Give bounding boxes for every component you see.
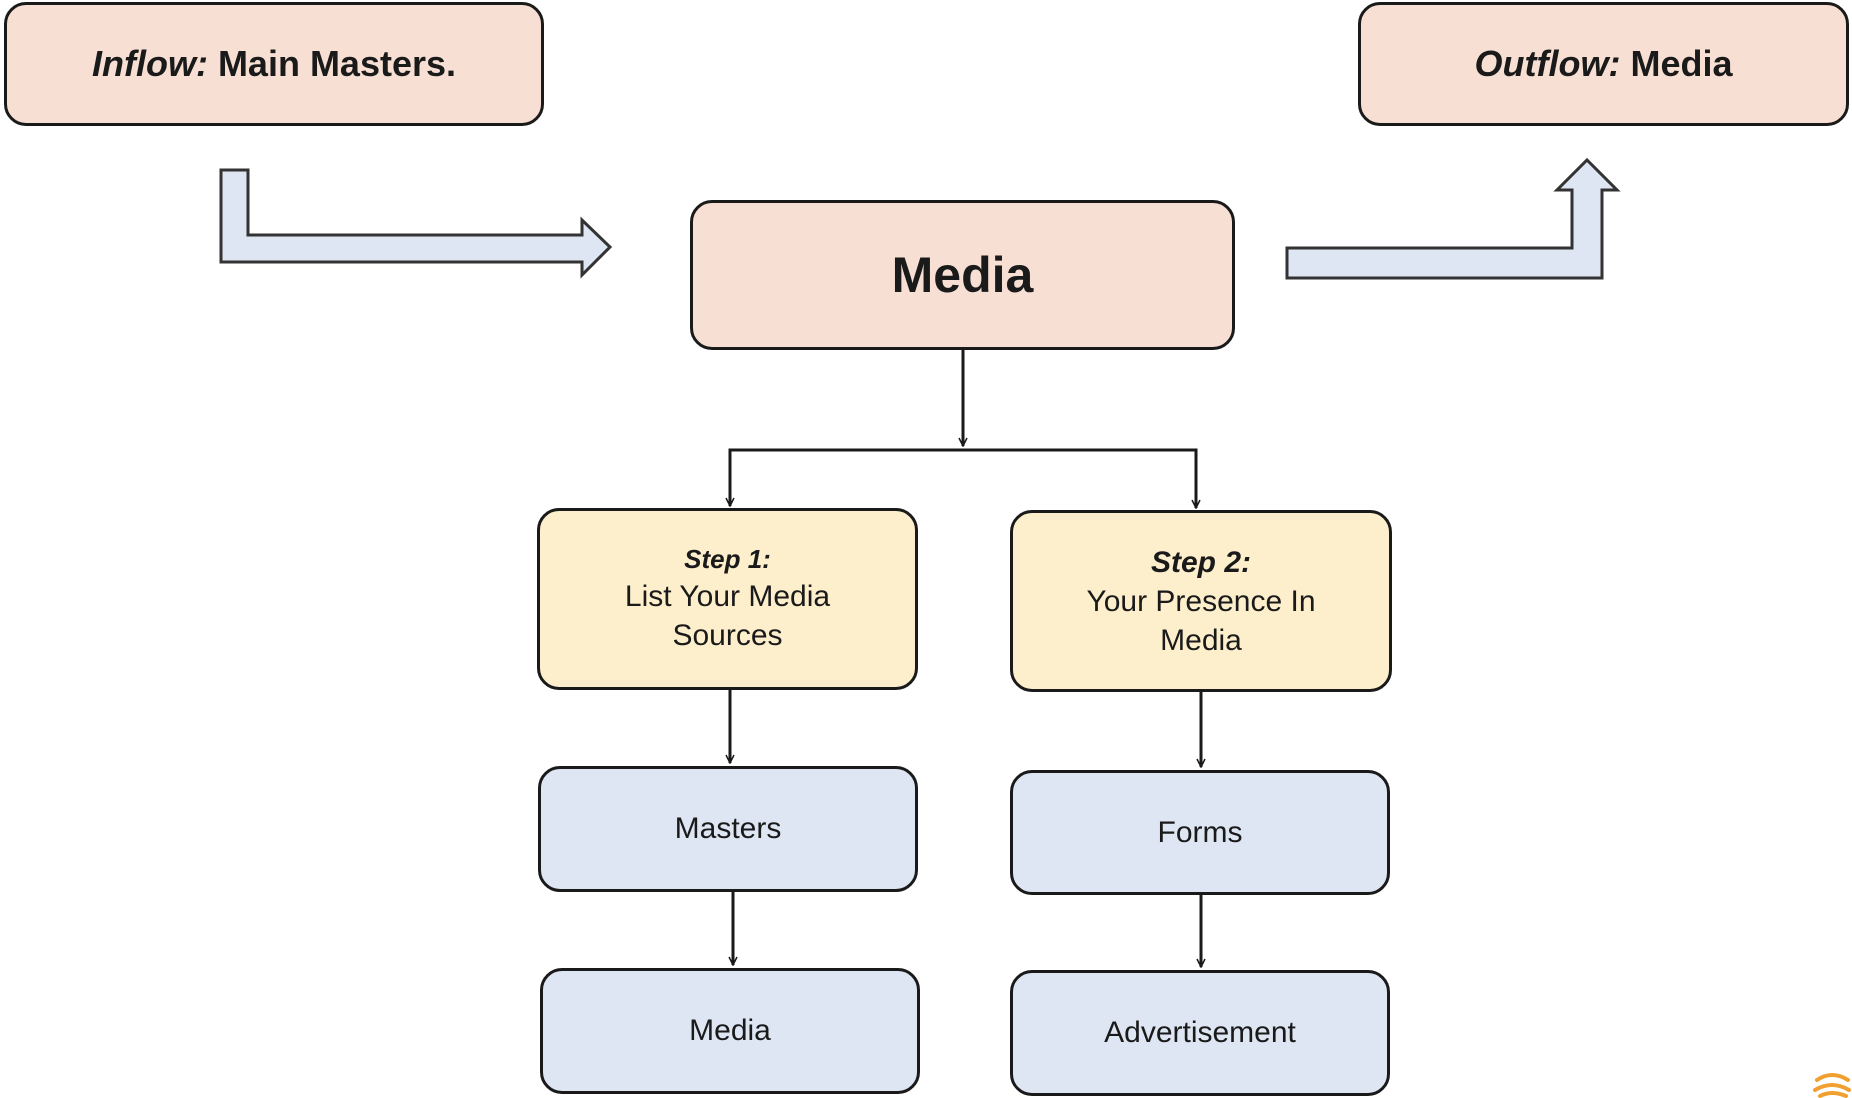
outflow-text: Media	[1620, 43, 1733, 84]
outflow-arrow	[1285, 157, 1621, 280]
step2-box: Step 2: Your Presence In Media	[1010, 510, 1392, 692]
step2-line2: Media	[1160, 623, 1242, 657]
step1-line1: List Your Media	[624, 579, 831, 613]
forms-label: Forms	[1157, 815, 1243, 849]
inflow-arrow	[219, 168, 613, 279]
connector-branch-bar	[728, 448, 1198, 502]
inflow-label: Inflow:	[91, 43, 208, 84]
swirl-logo-icon	[1813, 1073, 1851, 1098]
masters-box: Masters	[538, 766, 918, 892]
step1-box: Step 1: List Your Media Sources	[537, 508, 918, 690]
media-leaf-label: Media	[689, 1014, 771, 1047]
main-media-title: Media	[891, 247, 1034, 303]
step2-line1: Your Presence In	[1086, 584, 1316, 618]
media-leaf-box: Media	[540, 968, 920, 1094]
inflow-box: Inflow: Main Masters.	[4, 2, 544, 126]
advertisement-box: Advertisement	[1010, 970, 1390, 1096]
outflow-label: Outflow:	[1474, 43, 1621, 84]
step2-label: Step 2:	[1150, 545, 1252, 579]
outflow-box: Outflow: Media	[1358, 2, 1849, 126]
inflow-text: Main Masters.	[207, 43, 457, 84]
advertisement-label: Advertisement	[1104, 1016, 1296, 1049]
main-media-box: Media	[690, 200, 1235, 350]
step1-line2: Sources	[672, 618, 783, 652]
masters-label: Masters	[674, 812, 782, 845]
forms-box: Forms	[1010, 770, 1390, 895]
step1-label: Step 1:	[684, 544, 771, 575]
